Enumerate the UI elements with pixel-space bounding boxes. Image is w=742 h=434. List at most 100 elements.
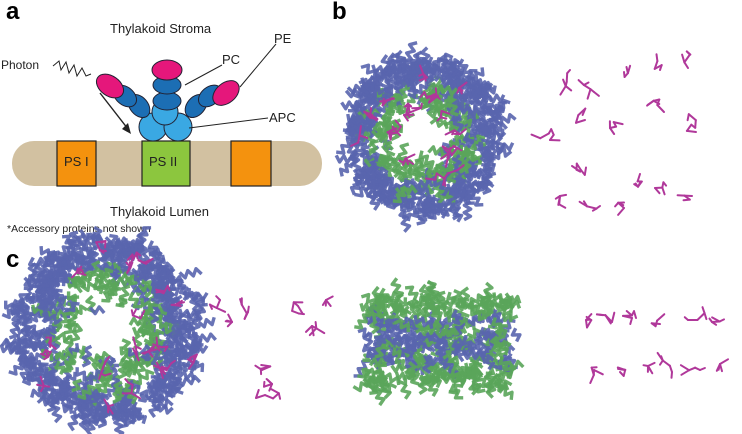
helix <box>407 83 429 99</box>
chromophore <box>227 313 233 323</box>
helix <box>78 413 90 431</box>
chromophore <box>442 175 447 186</box>
chromophore <box>433 93 441 100</box>
footnote: *Accessory proteins not shown <box>7 223 151 235</box>
chromophore <box>208 303 213 310</box>
helix <box>418 91 435 114</box>
helix <box>8 344 29 355</box>
helix <box>406 361 417 381</box>
chromophore <box>558 195 561 206</box>
helix <box>182 290 201 302</box>
helix <box>175 369 196 381</box>
helix <box>67 413 80 432</box>
chromophore <box>291 309 300 315</box>
chromophore <box>189 356 193 363</box>
helix <box>436 290 446 303</box>
helix <box>167 307 178 322</box>
helix <box>487 93 506 104</box>
helix <box>117 246 135 263</box>
chromophore <box>103 372 112 377</box>
chromophore <box>661 186 666 196</box>
helix <box>132 369 155 386</box>
helix <box>481 354 495 365</box>
helix <box>492 327 505 350</box>
helix <box>371 383 386 407</box>
chromophore <box>575 114 580 124</box>
stroma-label: Thylakoid Stroma <box>110 21 212 36</box>
helix <box>71 378 82 393</box>
chromophore <box>240 303 248 315</box>
helix <box>480 144 491 165</box>
pe-disks <box>95 59 240 106</box>
chromophore <box>611 311 616 323</box>
helix <box>368 139 379 153</box>
chromophore <box>95 241 102 252</box>
helix <box>75 367 94 386</box>
helix <box>421 63 432 77</box>
helix <box>43 278 60 293</box>
helix <box>413 354 427 365</box>
helix <box>362 112 383 129</box>
helix <box>417 185 431 197</box>
chromophore <box>325 295 334 301</box>
chromophore <box>653 60 659 70</box>
chromophore <box>405 102 410 114</box>
chromophore <box>458 128 467 136</box>
helix <box>61 404 74 415</box>
helix <box>128 355 146 369</box>
chromophore <box>439 109 443 119</box>
chromophore <box>368 116 379 121</box>
chromophore <box>595 313 604 317</box>
helix <box>47 376 61 387</box>
chromophore <box>452 145 463 152</box>
chromophore <box>132 336 137 348</box>
chromophore <box>75 267 79 274</box>
chromophore <box>44 349 51 354</box>
helix <box>478 163 496 176</box>
helix <box>466 368 481 380</box>
chromophore <box>134 345 142 350</box>
helix <box>368 357 387 368</box>
chromophore <box>685 129 697 133</box>
chromophore <box>155 336 159 347</box>
structure-c-side-chromophores <box>585 306 729 384</box>
chromophore <box>160 345 169 349</box>
helix <box>131 326 146 337</box>
helix <box>176 374 202 387</box>
chromophore <box>586 319 593 329</box>
helix <box>385 318 396 328</box>
helix <box>389 298 403 315</box>
chromophore <box>368 107 373 119</box>
helix <box>135 283 150 308</box>
chromophore <box>629 317 633 325</box>
chromophore <box>655 53 659 63</box>
chromophore <box>422 72 427 82</box>
helix <box>88 305 106 316</box>
helix <box>441 299 453 316</box>
helix <box>445 60 459 78</box>
chromophore <box>70 271 78 279</box>
helix <box>421 323 441 333</box>
helix <box>418 150 435 170</box>
helix <box>54 350 74 361</box>
helix <box>23 277 35 293</box>
helix <box>13 337 26 348</box>
chromophore <box>539 132 550 140</box>
chromophore <box>170 303 182 307</box>
helix <box>98 359 113 385</box>
helix <box>336 137 356 155</box>
helix <box>392 347 402 359</box>
helix <box>93 280 104 295</box>
chromophore <box>170 359 176 365</box>
helix <box>466 327 483 339</box>
helix <box>398 81 410 101</box>
helix <box>171 360 187 372</box>
helix <box>31 304 52 318</box>
helix <box>510 327 522 343</box>
chromophore <box>142 258 154 264</box>
chromophore <box>42 385 51 388</box>
helix <box>404 285 419 301</box>
chromophore <box>609 125 618 129</box>
helix <box>462 115 473 128</box>
chromophore <box>141 350 150 355</box>
